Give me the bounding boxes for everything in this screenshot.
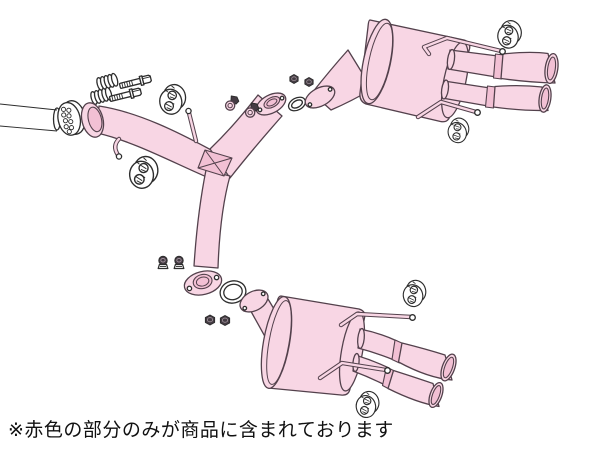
right-rear-muffler — [304, 18, 559, 123]
rubber-hanger — [353, 389, 382, 418]
muffler-tailpipe-tip — [440, 79, 552, 113]
muffler-inlet-flange — [304, 85, 336, 109]
muffler-inlet-flange — [239, 289, 269, 313]
rubber-hanger — [127, 154, 161, 191]
joint-bolt — [157, 255, 169, 270]
muffler-tailpipe-tip — [446, 48, 559, 85]
left-rear-muffler — [239, 289, 457, 409]
joint-bolt — [224, 94, 241, 112]
joint-bolt — [173, 255, 185, 270]
joint-nut — [204, 314, 216, 326]
exhaust-parts-drawing — [0, 17, 559, 418]
center-y-pipe — [80, 92, 287, 296]
flange-spring — [96, 72, 119, 91]
muffler-tailpipe-tip — [357, 327, 457, 382]
rubber-hanger — [156, 82, 189, 117]
muffler-tailpipe-tip — [352, 352, 444, 409]
rubber-hanger — [493, 17, 526, 51]
joint-nut — [304, 77, 314, 87]
hanger-rod — [421, 35, 506, 57]
caption-note: ※赤色の部分のみが商品に含まれております — [8, 420, 394, 441]
muffler-front-cap — [360, 18, 394, 105]
hanger-rod — [338, 311, 416, 328]
flange-spring-bolt — [118, 74, 152, 89]
front-pipe-stub — [0, 103, 62, 132]
hanger-rod — [415, 99, 481, 120]
hanger-rod — [317, 360, 391, 381]
joint-gasket-ring — [219, 280, 247, 304]
joint-gasket-ring — [287, 96, 307, 112]
joint-nut — [289, 74, 299, 84]
rubber-hanger — [399, 277, 430, 310]
flange-spring-bolt — [108, 87, 142, 102]
joint-nut — [219, 315, 231, 326]
